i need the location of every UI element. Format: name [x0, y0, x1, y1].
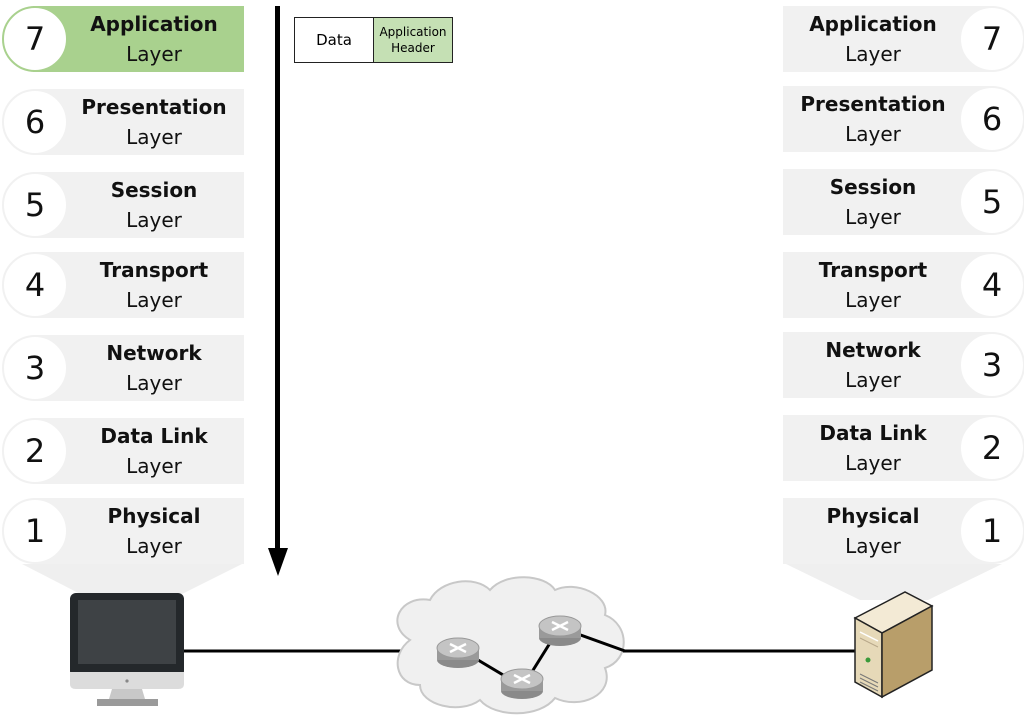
layer-name: Application — [809, 12, 937, 36]
layer-sub: Layer — [845, 368, 901, 392]
layer-name: Data Link — [819, 421, 927, 445]
layer-name: Data Link — [100, 424, 208, 448]
pdu-application-header: Application Header — [374, 18, 452, 62]
layer-sub: Layer — [126, 208, 182, 232]
network-cloud-icon — [396, 576, 625, 715]
layer-name: Presentation — [800, 92, 946, 116]
right-funnel — [786, 564, 1002, 600]
layer-sub: Layer — [126, 371, 182, 395]
layer-sub: Layer — [126, 534, 182, 558]
layer-number: 5 — [959, 169, 1024, 235]
layer-number: 3 — [959, 332, 1024, 398]
layer-number: 7 — [2, 6, 68, 72]
layer-sub: Layer — [845, 451, 901, 475]
layer-name: Physical — [107, 504, 201, 528]
layer-number: 4 — [959, 252, 1024, 318]
layer-sub: Layer — [845, 205, 901, 229]
pdu-diagram: Data Application Header — [294, 17, 453, 63]
layer-number: 3 — [2, 335, 68, 401]
layer-name: Transport — [99, 258, 209, 282]
layer-sub: Layer — [126, 42, 182, 66]
router-icon — [500, 668, 544, 699]
arrow-down-icon — [268, 548, 288, 576]
layer-number: 5 — [2, 172, 68, 238]
layer-number: 6 — [959, 86, 1024, 152]
layer-number: 2 — [2, 418, 68, 484]
layer-name: Network — [106, 341, 202, 365]
left-funnel — [22, 564, 242, 600]
layer-name: Session — [829, 175, 917, 199]
desktop-computer-icon — [70, 593, 184, 706]
layer-number: 4 — [2, 252, 68, 318]
layer-number: 7 — [959, 6, 1024, 72]
layer-name: Physical — [826, 504, 920, 528]
pdu-data-segment: Data — [295, 18, 374, 62]
layer-sub: Layer — [845, 42, 901, 66]
layer-name: Application — [90, 12, 218, 36]
layer-number: 1 — [2, 498, 68, 564]
layer-name: Transport — [818, 258, 928, 282]
server-tower-icon — [853, 591, 934, 699]
layer-number: 6 — [2, 89, 68, 155]
layer-number: 2 — [959, 415, 1024, 481]
layer-name: Presentation — [81, 95, 227, 119]
layer-sub: Layer — [845, 122, 901, 146]
encapsulation-arrow-shaft — [275, 6, 280, 551]
router-icon — [538, 615, 582, 646]
layer-sub: Layer — [845, 288, 901, 312]
layer-name: Network — [825, 338, 921, 362]
layer-sub: Layer — [845, 534, 901, 558]
layer-number: 1 — [959, 498, 1024, 564]
router-icon — [436, 637, 480, 668]
layer-sub: Layer — [126, 125, 182, 149]
layer-sub: Layer — [126, 288, 182, 312]
layer-name: Session — [110, 178, 198, 202]
layer-sub: Layer — [126, 454, 182, 478]
